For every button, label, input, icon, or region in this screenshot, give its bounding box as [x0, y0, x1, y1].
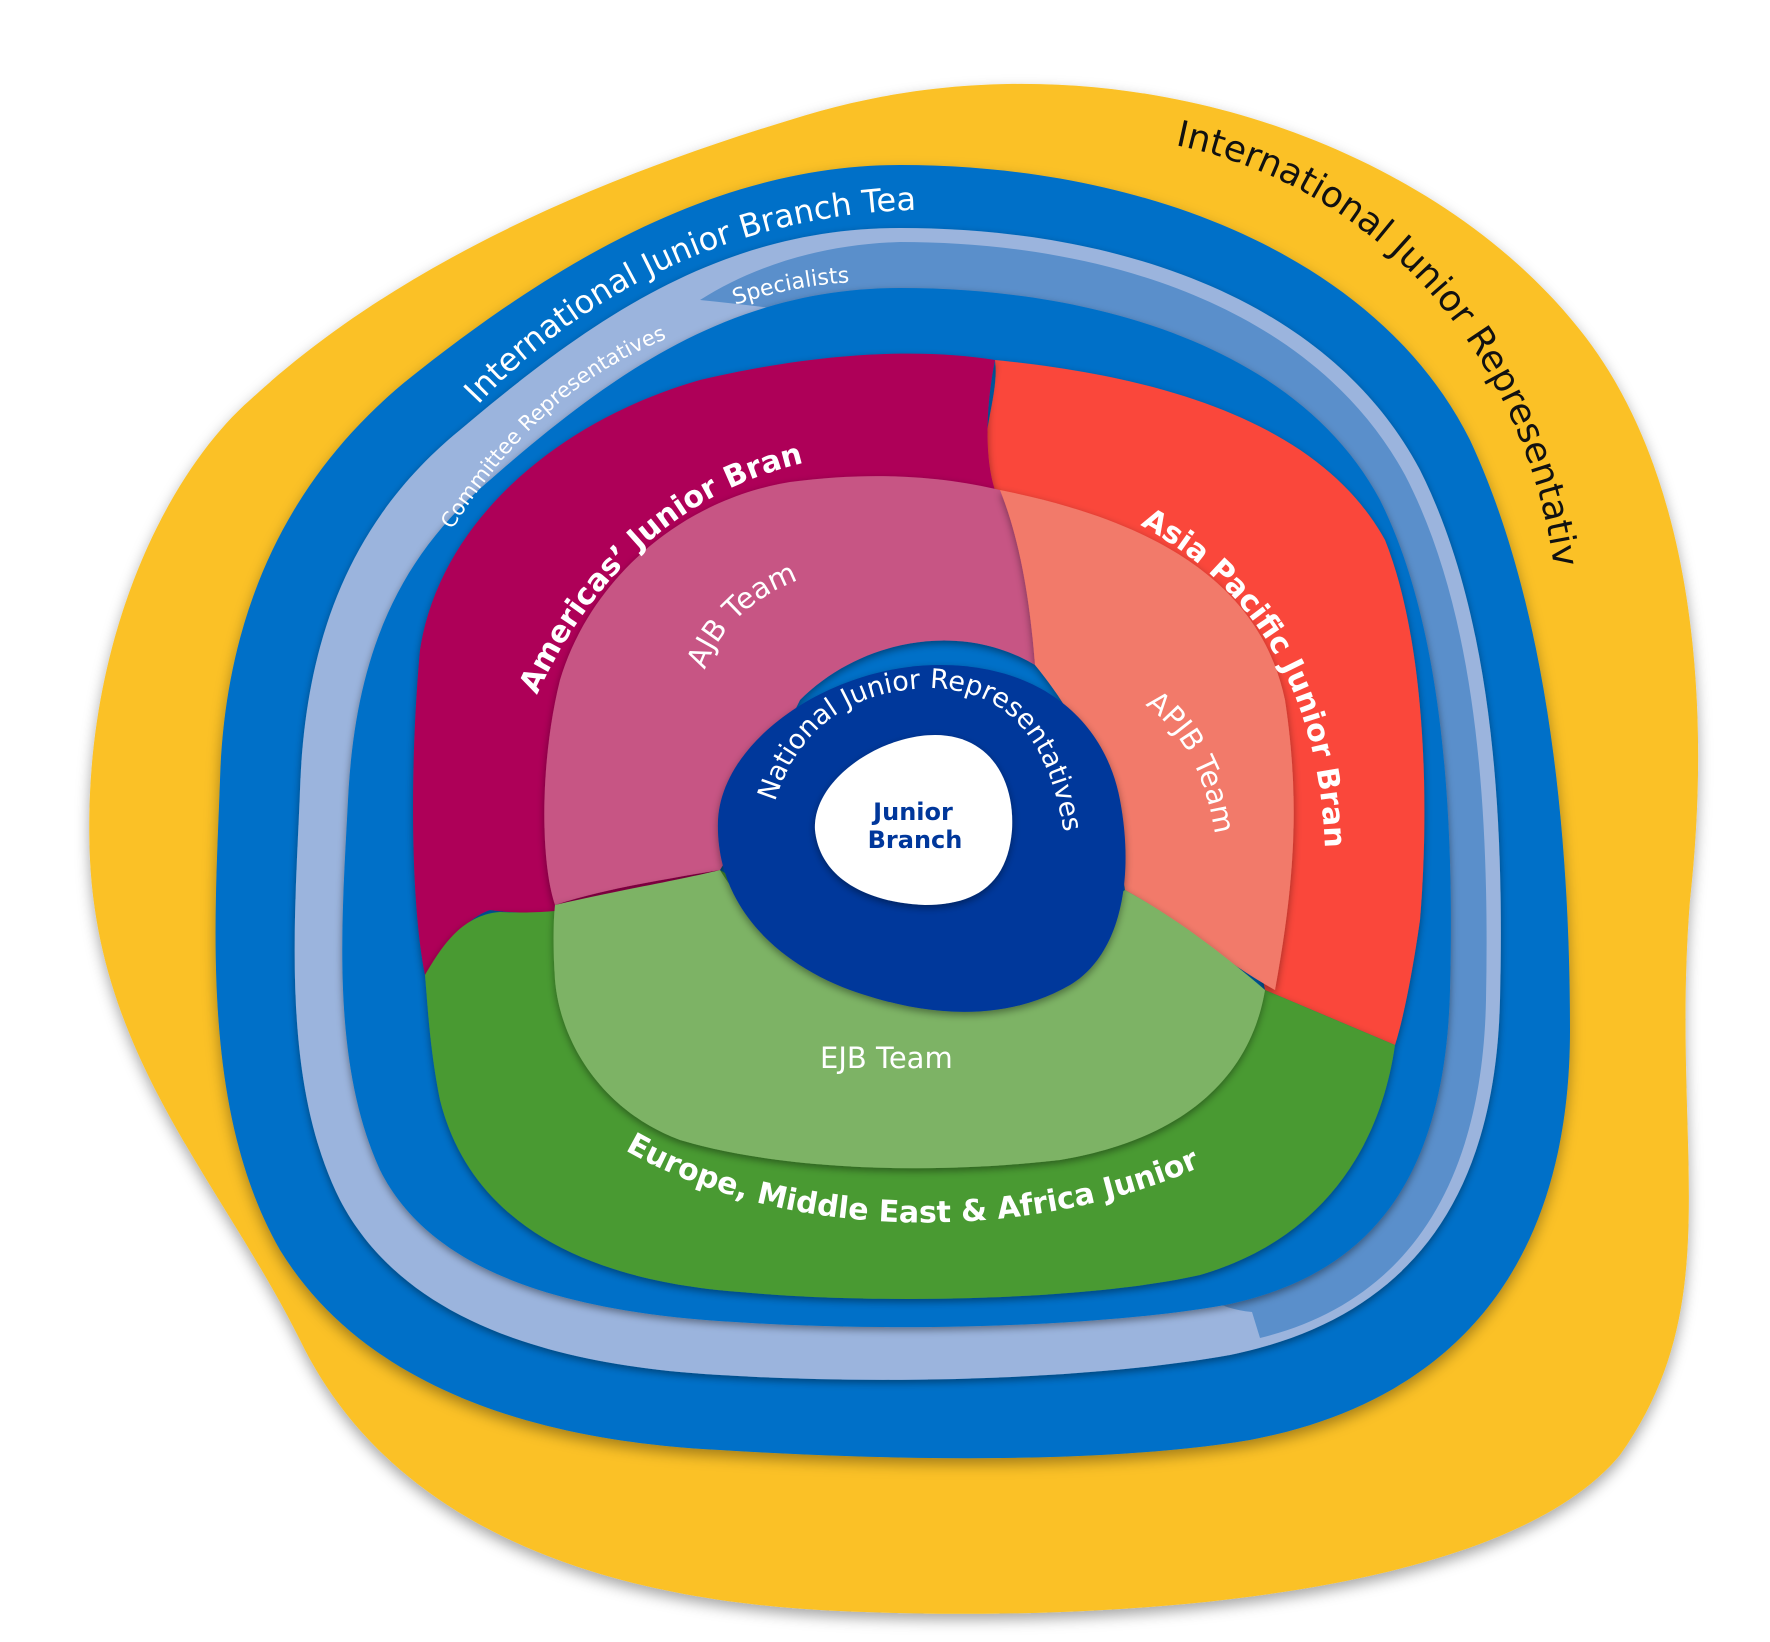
ajb-team-region — [544, 476, 1035, 905]
core-label-line2: Branch — [868, 826, 963, 854]
junior-branch-core — [814, 735, 1013, 905]
apjb-team-region — [1000, 490, 1294, 990]
ejb-team-label: EJB Team — [820, 1041, 953, 1075]
core-label-line1: Junior — [871, 798, 953, 826]
